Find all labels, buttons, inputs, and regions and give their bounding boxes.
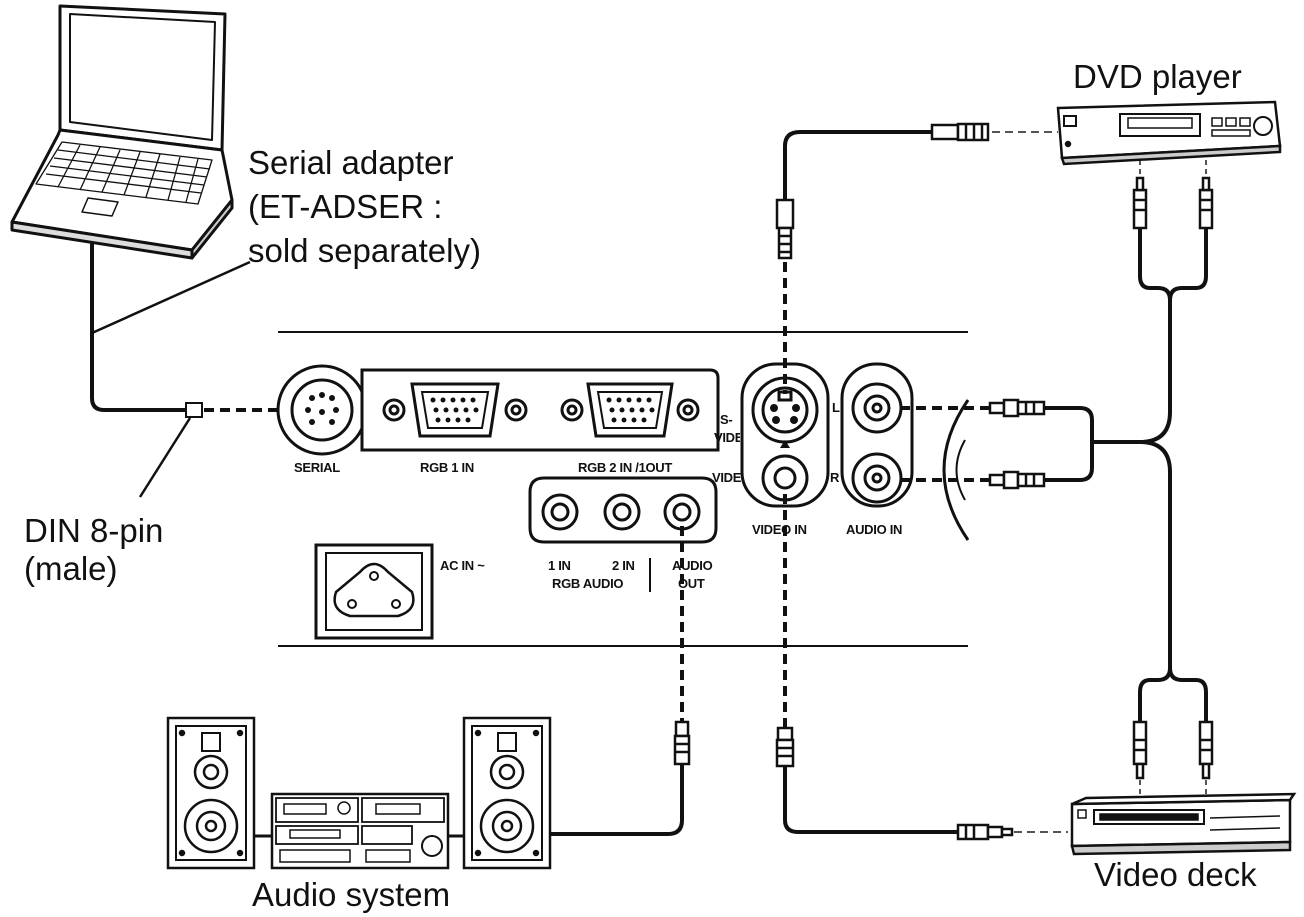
audio-out-plug (673, 720, 691, 766)
audio-out-label-2: OUT (678, 576, 705, 591)
video-in-label: VIDEO IN (752, 522, 807, 537)
serial-adapter-leader (91, 260, 251, 335)
rgb2-port (560, 382, 700, 438)
dvd-player-label: DVD player (1073, 58, 1242, 95)
video-port (761, 454, 809, 502)
din-leader (138, 417, 192, 498)
serial-cable (90, 242, 190, 412)
panel-curve (942, 399, 970, 541)
din-line2: (male) (24, 550, 118, 587)
audio-trunk-cable (1044, 228, 1208, 722)
serial-port (276, 364, 368, 456)
serial-adapter-label: Serial adapter (ET-ADSER : sold separate… (248, 144, 481, 270)
svideo-plug (775, 198, 795, 260)
rgb1-port-label: RGB 1 IN (420, 460, 474, 475)
ac-inlet (314, 543, 434, 640)
ac-in-label: AC IN ~ (440, 558, 485, 573)
audio-in-label: AUDIO IN (846, 522, 903, 537)
audio-l-label: L (832, 400, 840, 415)
serial-adapter-line3: sold separately) (248, 232, 481, 269)
serial-adapter-line1: Serial adapter (248, 144, 454, 181)
speaker-right-icon (462, 716, 552, 870)
audio-in-plugs (988, 398, 1046, 490)
rgb1-port (382, 382, 528, 438)
din-plug (185, 402, 203, 418)
audio-system-label: Audio system (252, 876, 451, 913)
dvd-svideo-cable (783, 130, 932, 200)
dvd-svideo-plug (930, 122, 990, 142)
audio-in-jacks (851, 382, 903, 504)
din-label: DIN 8-pin (male) (24, 512, 163, 588)
audio-system-cable (550, 764, 684, 836)
audio-r-label: R (830, 470, 840, 485)
laptop-icon (10, 4, 234, 260)
serial-adapter-line2: (ET-ADSER : (248, 188, 443, 225)
din-line1: DIN 8-pin (24, 512, 164, 549)
video-plug (775, 726, 795, 768)
panel-curve-2 (955, 439, 966, 501)
stereo-unit-icon (270, 792, 450, 870)
dvd-audio-plugs (1132, 176, 1214, 230)
video-deck-label: Video deck (1094, 856, 1257, 893)
speaker-left-icon (166, 716, 256, 870)
rgb2-port-label: RGB 2 IN /1OUT (578, 460, 673, 475)
rgb-audio-1in-label: 1 IN (548, 558, 571, 573)
audio-out-label-1: AUDIO (672, 558, 713, 573)
video-deck-icon (1070, 792, 1297, 856)
deck-audio-plugs (1132, 720, 1214, 780)
rgb-audio-jacks (541, 493, 701, 531)
deck-video-plug (956, 823, 1014, 841)
serial-port-label: SERIAL (294, 460, 340, 475)
svideo-label-1: S- (720, 412, 733, 427)
svideo-label-2: VIDEO (714, 430, 740, 445)
video-label: VIDEO (712, 470, 742, 485)
deck-video-cable (783, 766, 958, 834)
rgb-audio-2in-label: 2 IN (612, 558, 635, 573)
rgb-audio-label: RGB AUDIO (552, 576, 624, 591)
dvd-player-icon (1056, 100, 1282, 166)
